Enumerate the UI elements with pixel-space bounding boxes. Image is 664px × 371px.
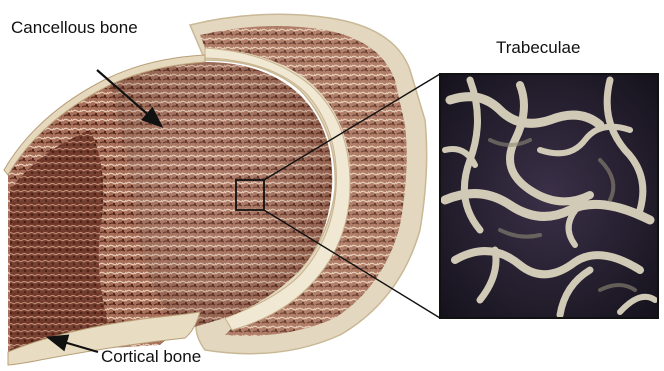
label-cortical-bone: Cortical bone [101, 347, 201, 367]
trabeculae-inset [440, 74, 658, 318]
label-trabeculae: Trabeculae [496, 38, 580, 58]
label-cancellous-bone: Cancellous bone [11, 18, 138, 38]
